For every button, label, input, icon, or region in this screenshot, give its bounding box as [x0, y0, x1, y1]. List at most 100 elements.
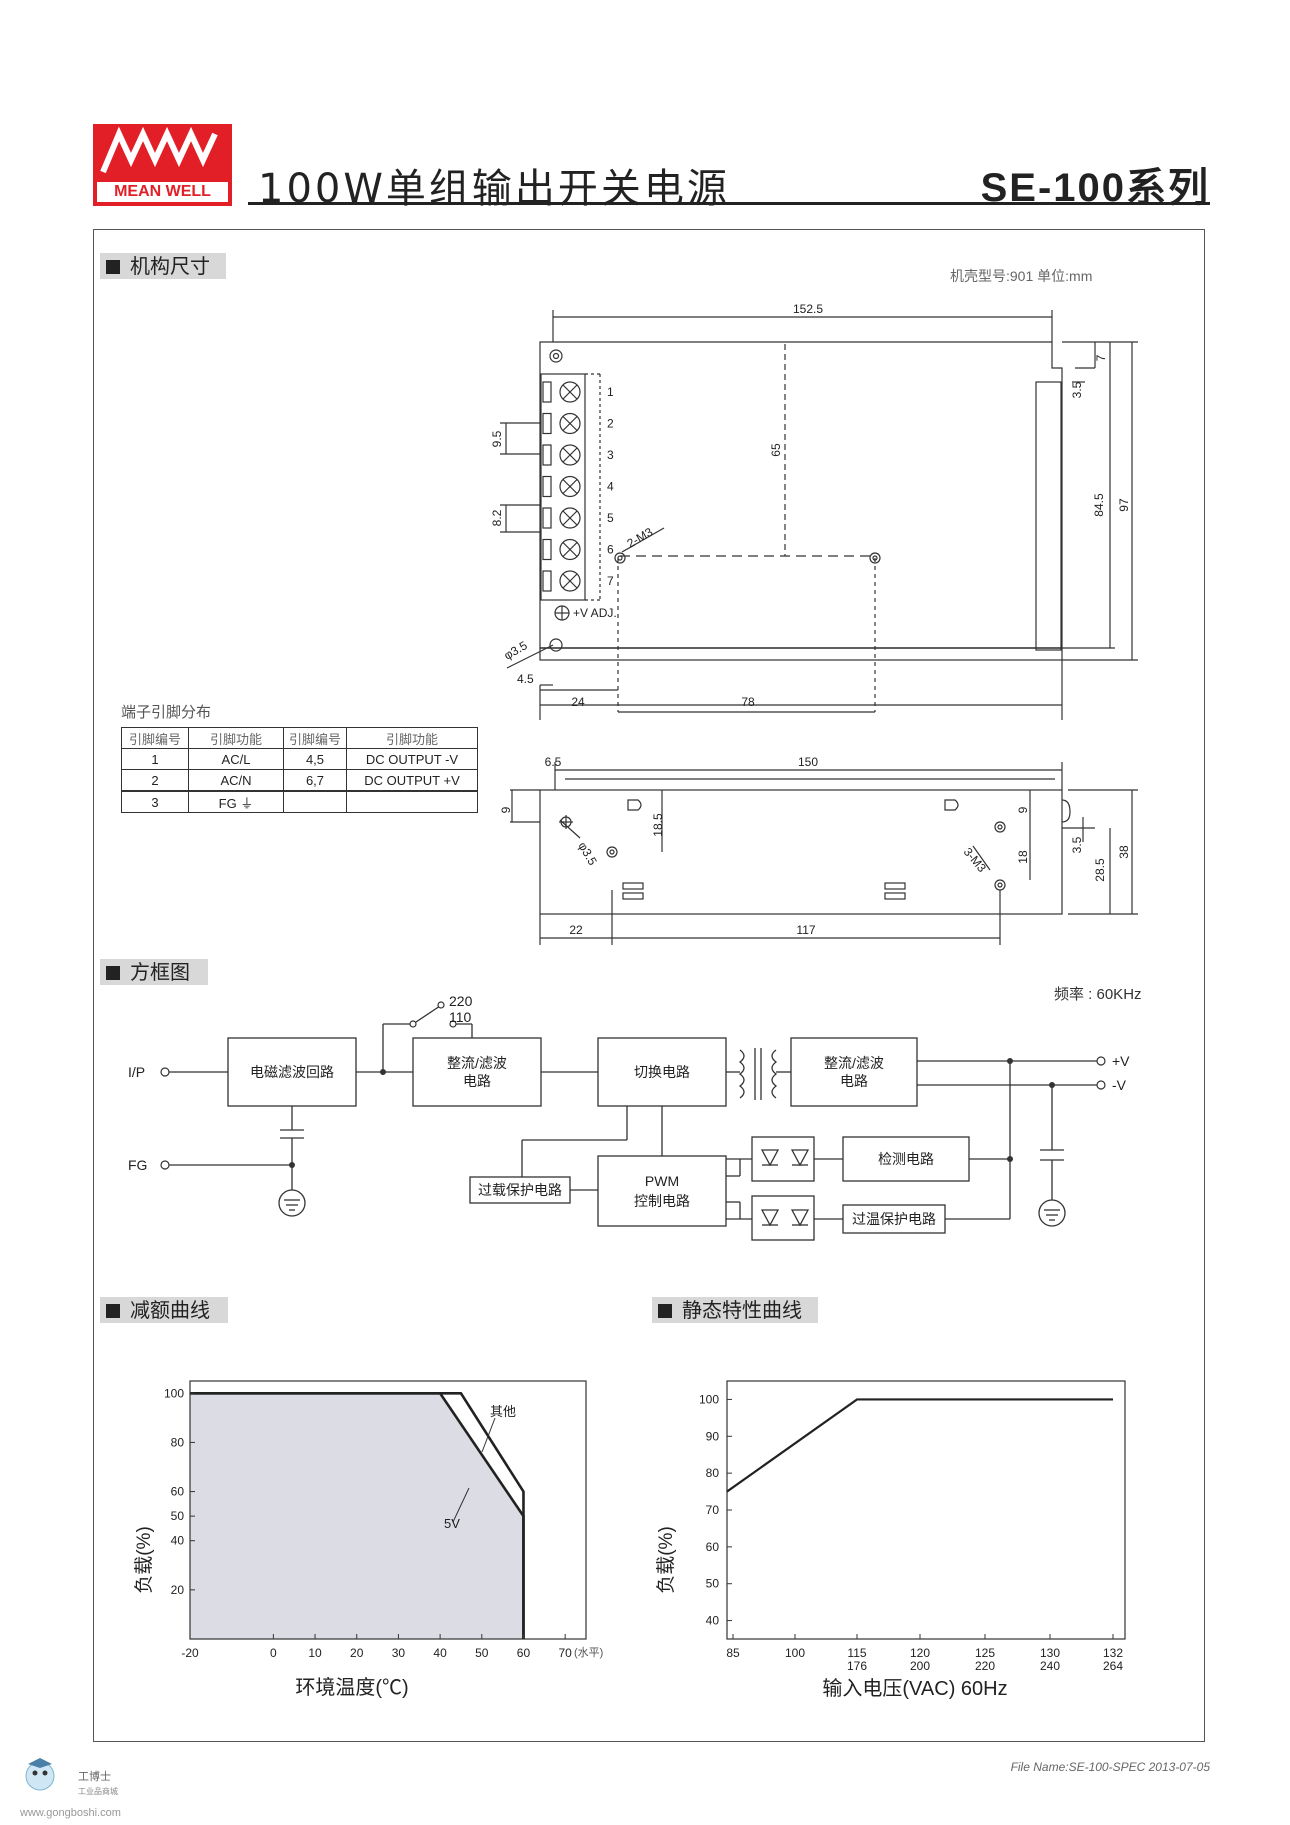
x-tick-label: 0: [270, 1646, 277, 1660]
section-static-label: 静态特性曲线: [682, 1298, 802, 1322]
ip-label: I/P: [128, 1064, 145, 1080]
pwm-label-a: PWM: [645, 1173, 679, 1189]
terminal-block: [540, 373, 586, 601]
section-mechanical: 机构尺寸: [100, 253, 226, 279]
x-tick-label: 70: [558, 1646, 572, 1660]
title-divider: [248, 202, 1210, 205]
table-cell: 3: [121, 790, 189, 813]
x-tick-label: 85: [726, 1646, 740, 1660]
pin-table-header: 引脚功能: [188, 727, 284, 749]
x-tick-label: 100: [785, 1646, 805, 1660]
table-cell: AC/N: [188, 769, 284, 792]
x-tick-label: 115: [847, 1646, 866, 1660]
derating-xlabel: 环境温度(℃): [295, 1676, 408, 1699]
table-cell: [346, 790, 478, 813]
switching-label: 切换电路: [634, 1064, 690, 1080]
detect-label: 检测电路: [878, 1151, 934, 1167]
table-cell: DC OUTPUT -V: [346, 748, 478, 770]
m3-hole: [994, 821, 1006, 833]
table-row: 3 FG ⏚: [121, 790, 478, 813]
dim-9-left: 9: [499, 806, 513, 813]
dim-18: 18: [1016, 850, 1030, 864]
dim-4-5: 4.5: [517, 672, 534, 686]
x-tick-label: 120: [910, 1646, 930, 1660]
dim-28-5: 28.5: [1093, 858, 1107, 882]
x-tick-label-secondary: 176: [847, 1659, 867, 1673]
x-tick-label-secondary: 240: [1040, 1659, 1060, 1673]
rectifier-block-2: [790, 1037, 918, 1107]
block-diagram: I/P FG 220 110 电磁滤波回路 整流/滤波 电路 切换电路 整流/滤…: [128, 993, 1130, 1241]
watermark-name: 工博士: [78, 1770, 111, 1783]
y-tick-label: 40: [171, 1534, 185, 1548]
rectifier-1-label-a: 整流/滤波: [447, 1055, 507, 1071]
optocoupler-1: [751, 1136, 815, 1182]
pin-table-header: 引脚编号: [283, 727, 347, 749]
static-plot-frame: [726, 1380, 1126, 1640]
dim-8-2: 8.2: [490, 509, 504, 526]
bullet-icon: [658, 1304, 672, 1318]
mounting-hole: [549, 638, 563, 652]
terminal-screw: [559, 475, 581, 498]
rectifier-2-label-b: 电路: [840, 1073, 868, 1089]
y-tick-label: 100: [699, 1392, 719, 1406]
m3-hole: [606, 846, 618, 858]
y-tick-label: 20: [171, 1583, 185, 1597]
terminal-screw: [559, 570, 581, 592]
dim-22: 22: [569, 923, 583, 937]
dim-117: 117: [796, 923, 815, 937]
switch-220-label: 220: [449, 993, 473, 1009]
terminal-screw: [559, 507, 581, 529]
file-footer: File Name:SE-100-SPEC 2013-07-05: [1010, 1760, 1210, 1774]
table-row: 2 AC/N 6,7 DC OUTPUT +V: [121, 769, 478, 792]
dim-18-5: 18.5: [651, 813, 665, 837]
rectifier-2-label-a: 整流/滤波: [824, 1055, 884, 1071]
pwm-label-b: 控制电路: [634, 1193, 690, 1209]
switch-110-label: 110: [449, 1009, 472, 1025]
x-tick-label: 20: [350, 1646, 364, 1660]
x-tick-label: 132: [1103, 1646, 1123, 1660]
vminus-terminal: [1096, 1080, 1106, 1090]
x-tick-label: -20: [181, 1646, 199, 1660]
table-cell: FG ⏚: [188, 790, 284, 813]
vadj-label: +V ADJ.: [573, 606, 617, 620]
table-cell: [283, 790, 347, 813]
x-unit-note: (水平): [574, 1646, 603, 1659]
table-cell: 4,5: [283, 748, 347, 770]
y-tick-label: 50: [171, 1509, 185, 1523]
y-tick-label: 100: [164, 1386, 184, 1400]
dim-2-m3: 2-M3: [625, 525, 656, 551]
vplus-label: +V: [1112, 1053, 1130, 1069]
side-view-drawing: 6.5 150 9 18.5 φ3.5 9 18 3-M3 3.5 28.5 3…: [499, 755, 1138, 945]
derating-area: [190, 1393, 524, 1639]
series-label-5v: 5V: [444, 1516, 460, 1531]
otp-label: 过温保护电路: [852, 1211, 936, 1227]
x-tick-label-secondary: 200: [910, 1659, 930, 1673]
terminal-screw: [559, 444, 581, 466]
y-tick-label: 90: [706, 1429, 720, 1443]
emi-label: 电磁滤波回路: [250, 1064, 334, 1080]
dim-150: 150: [798, 755, 818, 769]
dim-152-5: 152.5: [793, 302, 823, 316]
section-mechanical-label: 机构尺寸: [130, 254, 210, 278]
section-derating: 减额曲线: [100, 1297, 228, 1323]
pin-table-header: 引脚功能: [346, 727, 478, 749]
m3-hole: [869, 552, 881, 564]
static-ylabel: 负载(%): [655, 1526, 677, 1594]
bullet-icon: [106, 966, 120, 980]
gongboshi-watermark: 工博士 工业品商城 www.gongboshi.com: [19, 1758, 121, 1819]
derating-plot-frame: [189, 1380, 587, 1640]
dim-6-5: 6.5: [545, 755, 562, 769]
bottom-flange: [539, 647, 1063, 661]
optocoupler-2: [751, 1195, 815, 1241]
y-tick-label: 80: [171, 1435, 185, 1449]
fg-terminal: [160, 1160, 170, 1170]
table-cell: 2: [121, 769, 189, 792]
bullet-icon: [106, 260, 120, 274]
logo-brand-text: MEAN WELL: [97, 182, 228, 202]
table-cell: DC OUTPUT +V: [346, 769, 478, 792]
section-block: 方框图: [100, 959, 208, 985]
side-outline: [539, 789, 1063, 915]
pin-table-header: 引脚编号: [121, 727, 189, 749]
terminal-number: 1: [607, 385, 614, 399]
